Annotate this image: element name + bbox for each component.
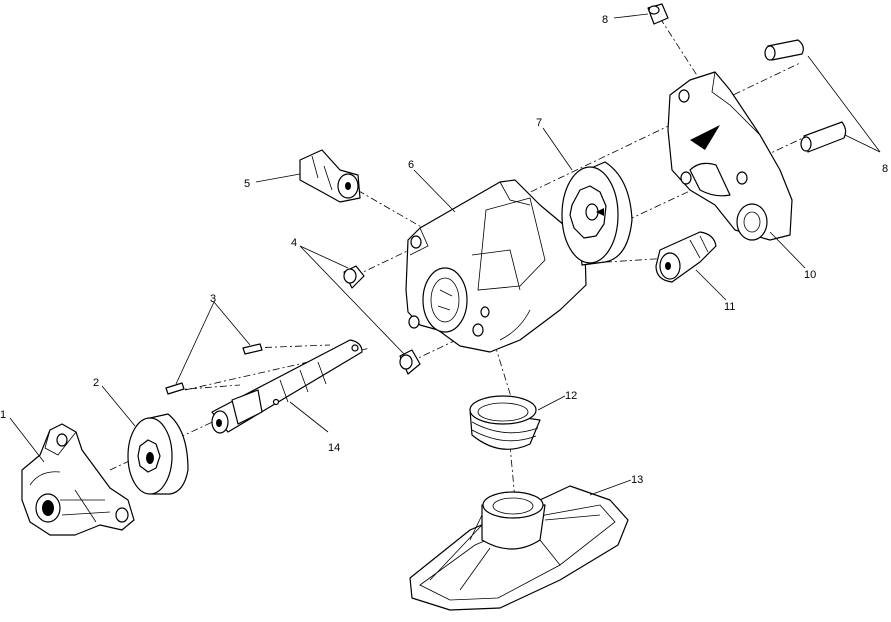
callout-4: 4 [291, 237, 297, 249]
callout-5: 5 [244, 178, 250, 190]
part-13-strainer [409, 485, 629, 611]
callout-12: 12 [565, 390, 577, 402]
callout-6: 6 [408, 159, 414, 171]
leader-lines [9, 13, 881, 496]
callout-labels: 1 2 3 4 5 6 7 8 8 10 11 12 13 14 [0, 14, 888, 486]
callout-7: 7 [536, 117, 542, 129]
callout-14: 14 [328, 442, 340, 454]
callout-3: 3 [210, 293, 216, 305]
part-3-pins [165, 343, 263, 395]
part-7-rotor [561, 161, 633, 266]
callout-8-top: 8 [602, 14, 608, 26]
callout-11: 11 [724, 301, 735, 313]
part-14-shaft [211, 339, 363, 434]
part-5-fitting [299, 149, 361, 203]
part-10-rear-housing [667, 71, 793, 241]
callout-1: 1 [0, 409, 6, 421]
part-2-rotor [127, 413, 189, 495]
callout-13: 13 [631, 474, 643, 486]
callout-2: 2 [93, 377, 99, 389]
part-11-fitting [655, 231, 717, 283]
part-6-pump-body [405, 179, 587, 353]
part-8-dowels-right [764, 39, 847, 153]
callout-10: 10 [804, 269, 816, 281]
part-8-dowel-top [647, 3, 669, 25]
callout-8-right: 8 [882, 163, 888, 175]
part-1-end-cover [21, 423, 135, 536]
part-12-seal [469, 395, 541, 450]
part-4-dowels [343, 265, 421, 375]
